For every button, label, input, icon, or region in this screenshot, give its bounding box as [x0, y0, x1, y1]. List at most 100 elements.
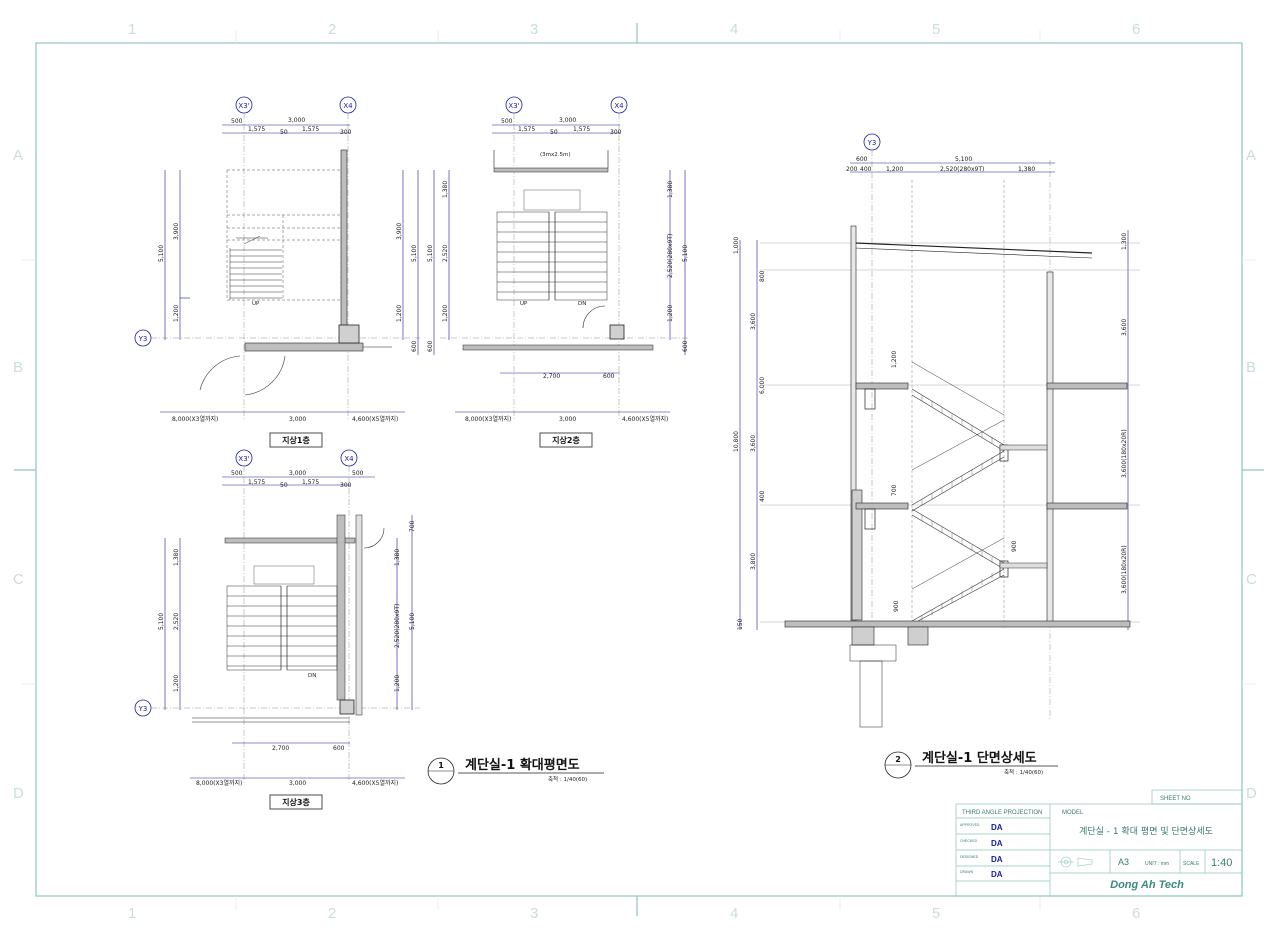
grid-row-right-d: D	[1246, 785, 1257, 802]
stair-note-up: UP	[252, 301, 260, 307]
role-designed: DESIGNED	[960, 855, 979, 859]
dim-f2-left-1380: 1,380	[442, 181, 449, 198]
grid-col-bottom-4: 4	[730, 905, 738, 922]
scale-label: SCALE	[1183, 861, 1200, 867]
grid-col-top-6: 6	[1132, 21, 1140, 38]
grid-bubble-y3-f3-label: Y3	[138, 705, 148, 713]
f2-note-dn: DN	[578, 301, 586, 307]
grid-row-left-b: B	[13, 359, 23, 376]
grid-row-right-a: A	[1246, 147, 1256, 164]
grid-col-top-3: 3	[530, 21, 538, 38]
floor3-label: 지상3층	[282, 797, 310, 807]
grid-col-top-4: 4	[730, 21, 738, 38]
projection-symbol-icon	[1058, 856, 1093, 868]
floor2-label-box	[539, 432, 593, 448]
dim-f2-left-5100: 5,100	[427, 245, 434, 262]
grid-row-left-d: D	[13, 785, 24, 802]
dim-f2-top-3000: 3,000	[559, 117, 576, 124]
dim-sec-left-150: 150	[737, 618, 744, 630]
dim-f3-bottom-3000: 3,000	[289, 780, 306, 787]
plan-number: 1	[438, 761, 444, 770]
dim-f3-top-300: 300	[340, 482, 352, 489]
grid-col-bottom-5: 5	[932, 905, 940, 922]
grid-bubble-x3p-label: X3'	[238, 102, 249, 110]
dim-f3-right-700: 700	[409, 520, 416, 532]
drawing-title: 계단실 - 1 확대 평면 및 단면상세도	[1079, 825, 1213, 837]
dim-f2-right-1200: 1,200	[667, 305, 674, 322]
dim-f3-bottom-600: 600	[333, 745, 345, 752]
dim-right-3900: 3,900	[396, 223, 403, 240]
plan-floor1: X3' X4 Y3 500 3,000 1,575 50 1,575 300 5…	[134, 96, 420, 448]
dim-sec-left-800: 800	[759, 270, 766, 282]
grid-row-right-c: C	[1246, 571, 1257, 588]
f2-note-up: UP	[520, 301, 528, 307]
plan-floor2: X3' X4 500 3,000 1,575 50 1,575 300 (3mx…	[427, 96, 690, 448]
section-title-block: 2 계단실-1 단면상세도 축척 : 1/40(60)	[884, 750, 1058, 779]
grid-bubble-x4-f2-label: X4	[614, 102, 624, 110]
role-drawn-value: DA	[991, 870, 1003, 879]
grid-labels: 1 2 3 4 5 6 1 2 3 4 5 6 A B C D A B C D	[13, 21, 1257, 922]
floor2-label: 지상2층	[552, 435, 580, 445]
dim-sec-top-400: 400	[860, 166, 872, 173]
dim-f3-right-2520: 2,520(280x9T)	[394, 604, 401, 648]
dim-f2-left-2520: 2,520	[442, 245, 449, 262]
model-label: MODEL	[1062, 810, 1084, 816]
dim-f2-right-1380: 1,380	[667, 181, 674, 198]
role-approved-value: DA	[991, 823, 1003, 832]
dim-f2-right-600: 600	[682, 340, 689, 352]
dim-f3-left-2520: 2,520	[173, 613, 180, 630]
grid-col-bottom-1: 1	[128, 905, 136, 922]
dim-f3-top-50: 50	[280, 482, 288, 489]
dim-f3-left-1380: 1,380	[173, 549, 180, 566]
dim-f3-right-1380: 1,380	[394, 549, 401, 566]
plan-floor3: X3' X4 Y3 500 3,000 500 1,575 50 1,575 3…	[134, 449, 420, 810]
dim-f3-top-500a: 500	[231, 470, 243, 477]
sheet-no-label: SHEET NO	[1160, 796, 1191, 802]
dim-f2-bottom-4600: 4,600(X5열까지)	[622, 415, 668, 423]
dim-f2-right-2520: 2,520(280x9T)	[667, 234, 674, 278]
unit-label: UNIT : mm	[1145, 861, 1169, 867]
grid-row-left-a: A	[13, 147, 23, 164]
dim-f3-bottom-4600: 4,600(X5열까지)	[352, 779, 398, 787]
dim-left-5100: 5,100	[158, 245, 165, 262]
paper-size: A3	[1118, 857, 1129, 867]
company-name: Dong Ah Tech	[1110, 879, 1184, 891]
role-approved: APPROVED	[960, 823, 980, 827]
dim-top-300: 300	[340, 129, 352, 136]
dim-right-600: 600	[411, 340, 418, 352]
grid-bubble-x4-f3-label: X4	[344, 455, 354, 463]
scale-value: 1:40	[1211, 857, 1232, 869]
dim-f3-right-1200: 1,200	[394, 675, 401, 692]
dim-sec-top-1380: 1,380	[1018, 166, 1035, 173]
dim-sec-left-3600a: 3,600	[750, 313, 757, 330]
dim-top-1575b: 1,575	[302, 126, 319, 133]
role-drawn: DRAWN	[960, 870, 974, 874]
dim-f2-bottom-3000: 3,000	[559, 416, 576, 423]
grid-row-right-b: B	[1246, 359, 1256, 376]
dim-sec-right-3600a: 3,600(180x20R)	[1121, 429, 1128, 478]
wall-bottom	[244, 342, 364, 352]
dim-f3-top-3000: 3,000	[289, 470, 306, 477]
plan-title: 계단실-1 확대평면도	[465, 757, 580, 773]
dim-f2-right-5100: 5,100	[682, 245, 689, 262]
f3-note-dn: DN	[308, 673, 316, 679]
dim-sec-right-1300: 1,300	[1121, 233, 1128, 250]
plan-scale: 축척 : 1/40(60)	[548, 775, 587, 783]
projection-label: THIRD ANGLE PROJECTION	[962, 810, 1042, 816]
dim-f3-left-1200: 1,200	[173, 675, 180, 692]
dim-sec-top-5100: 5,100	[955, 156, 972, 163]
grid-col-top-1: 1	[128, 21, 136, 38]
dim-sec-left-3800: 3,800	[750, 553, 757, 570]
dim-f2-left-600: 600	[427, 340, 434, 352]
section-view: Y3 600 5,100 200 400 1,200 2,520(280x9T)…	[733, 133, 1140, 728]
dim-f2-left-1200: 1,200	[442, 305, 449, 322]
dim-sec-inner-900b: 900	[893, 600, 900, 612]
floor3-label-box	[269, 794, 323, 810]
dim-sec-left-400: 400	[759, 490, 766, 502]
floor1-label-box	[269, 432, 323, 448]
grid-col-bottom-3: 3	[530, 905, 538, 922]
dim-sec-right-3600: 3,600	[1121, 319, 1128, 336]
dim-f3-right-5100: 5,100	[409, 613, 416, 630]
wall-right	[340, 149, 348, 341]
dim-sec-left-1200: 1,200	[891, 351, 898, 368]
